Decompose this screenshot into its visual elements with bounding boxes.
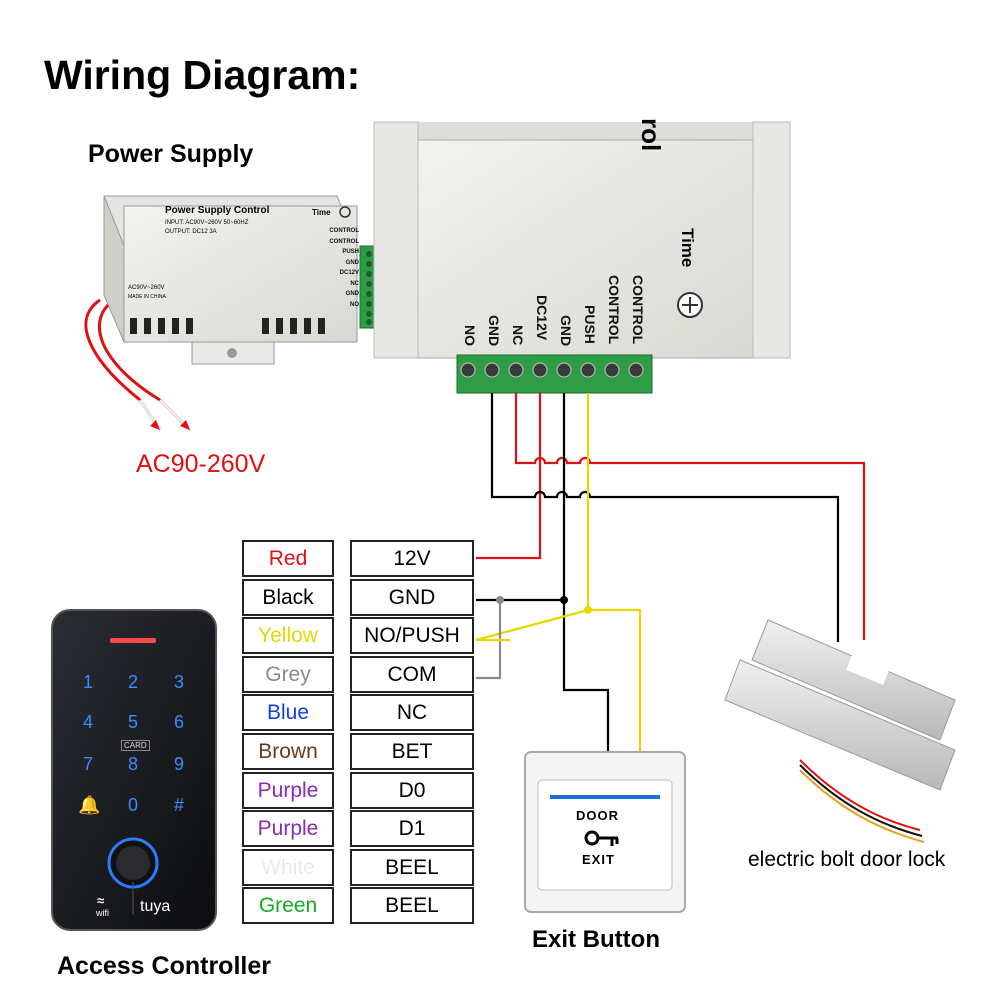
wire-signal-cell: BET (350, 733, 474, 770)
access-controller-label: Access Controller (57, 952, 271, 980)
wire-signal-cell: BEEL (350, 887, 474, 925)
keypad-key: 8 (127, 754, 138, 774)
wire-color-name-cell: White (242, 848, 334, 886)
power-supply-terminal-label: GND (345, 291, 359, 297)
exit-button-label: Exit Button (532, 926, 660, 953)
keypad-brand: tuya (140, 898, 171, 915)
zoom-terminal-label: PUSH (582, 305, 598, 344)
power-supply-terminal-label: NC (350, 280, 359, 287)
keypad-key: 5 (127, 712, 138, 732)
power-supply-ac-text: AC90V~260V (128, 285, 165, 291)
wire-color-name-cell: Grey (242, 655, 334, 693)
power-supply-time-label: Time (312, 208, 331, 217)
wire-signal-cell: 12V (350, 540, 474, 577)
exit-button-device (524, 751, 686, 913)
keypad-key: 4 (82, 712, 93, 732)
keypad-key: 9 (173, 754, 184, 774)
power-supply-terminal-label: DC12V (339, 270, 359, 276)
zoom-terminal-label: NO (462, 325, 478, 346)
exit-button-line2: EXIT (582, 852, 615, 867)
wire-color-name-cell: Green (242, 887, 334, 925)
power-supply-output-text: OUTPUT: DC12 3A (165, 229, 217, 235)
power-supply-device (84, 195, 379, 432)
keypad-card-label: CARD (121, 740, 150, 751)
wire-color-name-cell: Brown (242, 733, 334, 770)
keypad-key: 1 (82, 672, 93, 692)
wire-junctions (496, 596, 592, 614)
keypad-key: 6 (173, 712, 184, 732)
power-supply-input-text: INPUT: AC90V~260V 50~60HZ (165, 220, 249, 226)
wire-signal-cell: NO/PUSH (350, 617, 474, 655)
keypad-key: 🔔 (78, 795, 101, 815)
power-supply-terminal-label: CONTROL (329, 238, 359, 245)
zoom-time-label: Time (678, 228, 697, 268)
zoom-terminal-label: CONTROL (606, 275, 622, 345)
zoom-terminal-label: GND (486, 315, 502, 347)
power-supply-made-in: MADE IN CHINA (128, 294, 166, 300)
power-supply-label: Power Supply (88, 140, 254, 168)
wire-signal-cell: GND (350, 578, 474, 616)
power-supply-face-title: Power Supply Control (165, 205, 270, 216)
power-supply-terminal-labels: CONTROL CONTROL PUSH GND DC12V NC GND NO (315, 226, 359, 310)
wire-color-name-cell: Purple (242, 771, 334, 809)
keypad-device (51, 609, 217, 931)
ac-input-label: AC90-260V (136, 450, 266, 478)
power-supply-terminal-label: GND (345, 259, 359, 266)
wire-signal-cell: BEEL (350, 848, 474, 886)
keypad-key: 3 (173, 672, 184, 692)
power-supply-zoom (373, 121, 791, 394)
power-supply-terminal-label: CONTROL (329, 228, 359, 234)
zoom-terminal-label: NC (510, 325, 526, 346)
wire-color-name-cell: Blue (242, 694, 334, 732)
power-supply-terminal-label: PUSH (342, 249, 359, 255)
wire-color-name-cell: Purple (242, 810, 334, 848)
wire-color-name-cell: Red (242, 540, 334, 577)
keypad-key: # (173, 795, 184, 815)
keypad-key: 2 (127, 672, 138, 692)
keypad-key: 0 (127, 795, 138, 815)
wire-signal-cell: D1 (350, 810, 474, 848)
wire-color-name-cell: Black (242, 578, 334, 616)
door-lock-label: electric bolt door lock (748, 848, 946, 871)
door-lock-device (724, 619, 956, 849)
wire-signal-cell: NC (350, 694, 474, 732)
wire-signal-cell: COM (350, 655, 474, 693)
exit-button-line1: DOOR (576, 808, 619, 823)
diagram-title: Wiring Diagram: (44, 52, 361, 98)
zoom-partial-title: rol (636, 118, 666, 152)
keypad-key: 7 (82, 754, 93, 774)
zoom-terminal-label: CONTROL (630, 275, 646, 345)
wire-color-name-cell: Yellow (242, 617, 334, 655)
keypad-wifi-label: wifi (96, 908, 109, 918)
wire-signal-cell: D0 (350, 771, 474, 809)
zoom-terminal-label: GND (558, 315, 574, 347)
power-supply-terminal-label: NO (350, 301, 359, 308)
zoom-terminal-label: DC12V (534, 295, 550, 341)
wifi-icon: ≈ (97, 893, 105, 908)
